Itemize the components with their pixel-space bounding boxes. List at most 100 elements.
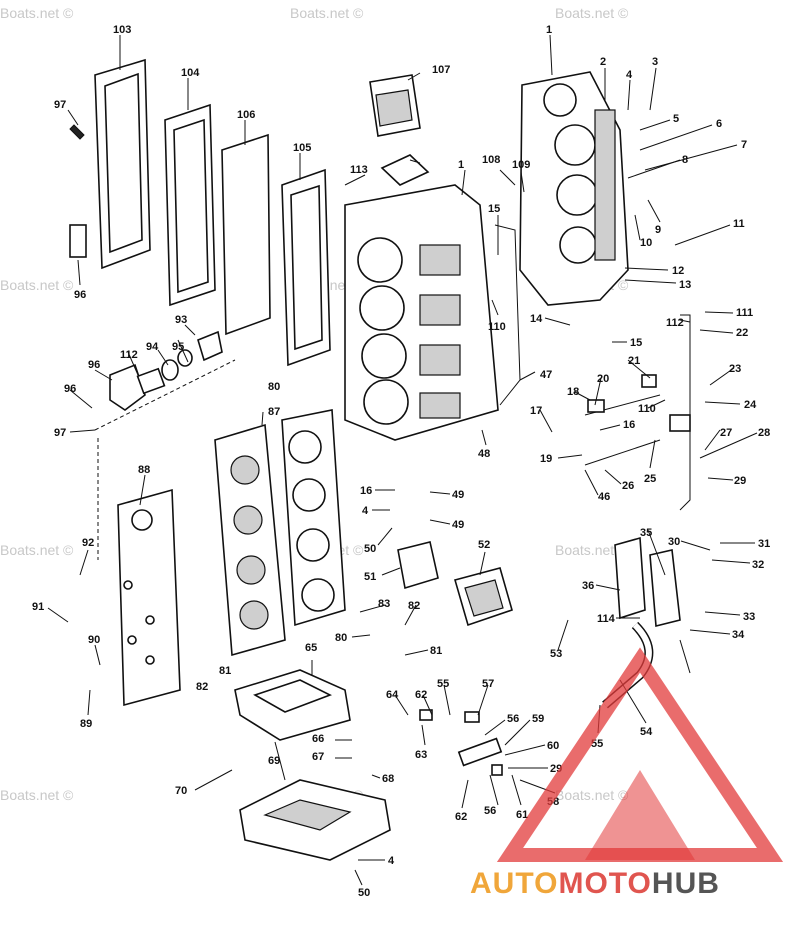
callout-73: 81 [430,645,442,657]
small-parts-cluster [419,709,503,776]
callout-78: 87 [268,406,280,418]
head-gasket-76 [281,409,346,627]
callout-77-head: 82 [196,681,208,693]
throttle-linkage [584,314,691,511]
wire-45 [494,224,521,406]
callout-20: 20 [597,373,609,385]
screw-94-icon [69,124,85,140]
callout-21: 21 [628,355,640,367]
callout-55: 55 [437,678,449,690]
callout-1: 1 [546,24,552,36]
callout-105: 109 [512,159,530,171]
callout-33: 33 [743,611,755,623]
callout-9: 9 [655,224,661,236]
callout-19: 19 [540,453,552,465]
watermark: Boats.net © [0,787,74,803]
brand-moto: MOTO [558,867,651,900]
watermark: Boats.net © [0,5,74,21]
callout-88: 94 [146,341,159,353]
callout-48: 49 [452,519,464,531]
callout-27: 27 [720,427,732,439]
callout-15: 16 [360,485,372,497]
callout-labels: 103 104 106 105 97 96 107 113 1 108 109 … [32,24,770,899]
callout-71: 70 [175,785,187,797]
callout-11: 11 [733,218,745,230]
callout-13: 13 [679,279,691,291]
svg-text:AUTOMOTOHUB: AUTOMOTOHUB [470,867,720,900]
callout-22: 22 [736,327,748,339]
exhaust-plate-96 [164,103,216,307]
callout-32: 32 [752,559,764,571]
callout-35: 35 [640,527,652,539]
callout-14: 14 [530,313,543,325]
callout-51: 52 [478,539,490,551]
callout-83: 92 [82,537,94,549]
callout-94: 97 [54,99,66,111]
exhaust-cover-gasket-95 [94,58,151,270]
callout-4: 4 [388,855,395,867]
callout-97: 106 [237,109,255,121]
callout-29: 29 [734,475,746,487]
watermark: Boats.net © [555,787,629,803]
callout-108: 110 [638,403,656,415]
brand-hub: HUB [652,867,720,900]
thermostat-cover-90 [109,330,223,411]
callout-60: 60 [547,740,559,752]
callout-89: 95 [172,341,184,353]
callout-15: 15 [630,337,642,349]
watermark: Boats.net © [555,542,629,558]
callout-34: 34 [732,629,745,641]
callout-47: 49 [452,489,464,501]
callout-59: 59 [532,713,544,725]
gasket-113 [380,154,430,186]
bracket-35-36 [614,536,681,628]
callout-46: 48 [478,448,490,460]
callout-1: 1 [458,159,464,171]
callout-63: 62 [415,689,427,701]
callout-17: 17 [530,405,542,417]
callout-110: 112 [120,349,138,361]
callout-80: 89 [80,718,92,730]
callout-4: 4 [362,505,369,517]
leader-lines [47,34,758,886]
callout-49: 50 [364,543,376,555]
callout-76-hega: 80 [268,381,280,393]
callout-65: 64 [386,689,399,701]
callout-111: 113 [350,164,368,176]
callout-109: 112 [666,317,684,329]
callout-107: 111 [736,307,753,319]
callout-68: 67 [312,751,324,763]
callout-56: 56 [484,805,496,817]
callout-30: 30 [668,536,680,548]
callout-74: 82 [408,600,420,612]
callout-92: 97 [54,427,66,439]
watermark: Boats.net © [0,542,74,558]
callout-8: 8 [682,154,688,166]
callout-31: 31 [758,538,770,550]
callout-23: 23 [729,363,741,375]
callout-42: 46 [598,491,610,503]
callout-14: 15 [488,203,500,215]
watermark: Boats.net © [290,5,364,21]
callout-52: 53 [550,648,562,660]
callout-6: 6 [716,118,722,130]
callout-87: 93 [175,314,187,326]
crankcase-half [519,71,629,306]
callout-69: 68 [382,773,394,785]
reed-block-51 [454,567,513,627]
callout-3: 3 [652,56,658,68]
callout-16: 16 [623,419,635,431]
callout-10: 10 [640,237,652,249]
brand-auto: AUTO [470,867,558,900]
callout-79: 88 [138,464,150,476]
callout-5: 5 [673,113,679,125]
callout-96: 104 [181,67,200,79]
callout-70: 69 [268,755,280,767]
watermark: Boats.net © [555,5,629,21]
callout-18: 18 [567,386,579,398]
callout-72: 80 [335,632,347,644]
gasket-kit-package-103 [369,74,421,137]
callout-93: 96 [74,289,86,301]
callout-2: 2 [600,56,606,68]
